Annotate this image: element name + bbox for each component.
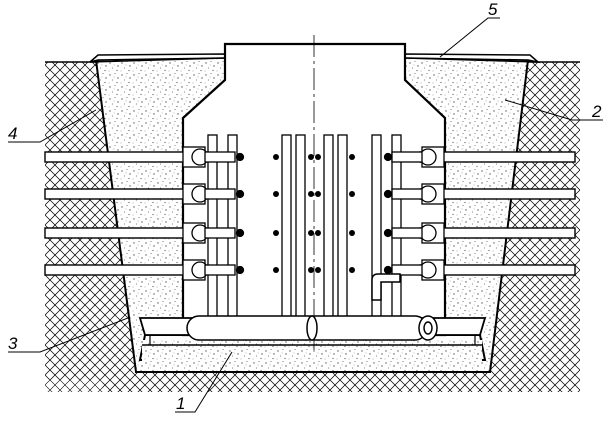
callout-leaders (8, 17, 603, 413)
callout-labels: 1 2 3 4 5 (8, 0, 602, 413)
callout-2: 2 (591, 102, 602, 121)
callout-4: 4 (8, 124, 17, 143)
clamps-left (182, 146, 245, 281)
busbar-bolts (273, 154, 355, 273)
callout-3: 3 (8, 334, 18, 353)
soil (45, 61, 580, 392)
callout-1: 1 (176, 394, 185, 413)
clamps-right (383, 146, 445, 281)
bottom-pipe (186, 273, 438, 341)
callout-5: 5 (488, 0, 498, 19)
